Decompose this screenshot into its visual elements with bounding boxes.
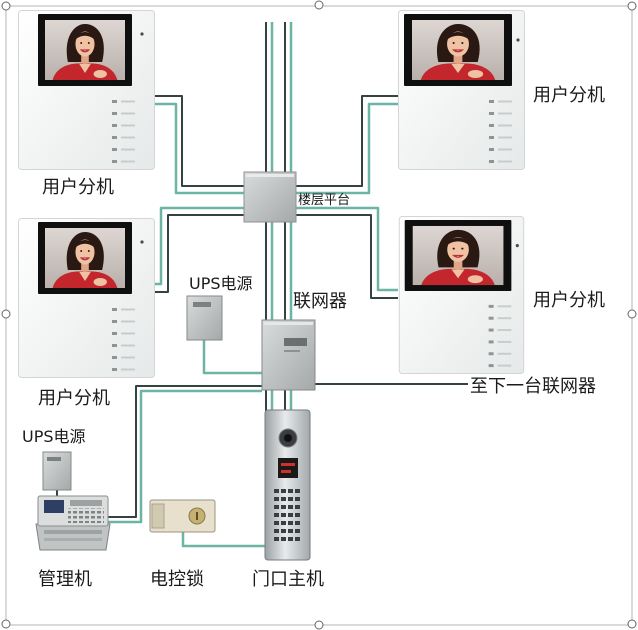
label-next-network-device: 至下一台联网器 bbox=[470, 376, 596, 397]
handle-top-right bbox=[627, 1, 637, 11]
indoor-unit-top-left bbox=[19, 11, 155, 170]
label-indoor-unit-top-left: 用户分机 bbox=[42, 177, 114, 198]
label-indoor-unit-top-right: 用户分机 bbox=[533, 85, 605, 106]
indoor-unit-middle-right bbox=[399, 216, 523, 373]
cable-middle-right-unit-teal bbox=[296, 206, 398, 292]
door-main-unit-panel bbox=[264, 409, 311, 561]
label-floor-platform: 楼层平台 bbox=[298, 193, 350, 208]
handle-bottom-middle bbox=[314, 620, 324, 630]
label-indoor-unit-middle-left: 用户分机 bbox=[38, 388, 110, 409]
handle-middle-right bbox=[627, 309, 637, 319]
network-device-box bbox=[261, 319, 316, 391]
indoor-unit-top-right bbox=[399, 11, 525, 170]
ups-power-box-upper bbox=[186, 295, 223, 341]
cable-network-to-management-teal bbox=[106, 389, 262, 524]
handle-bottom-right bbox=[627, 619, 637, 629]
management-keypad bbox=[68, 508, 104, 523]
cable-middle-left-unit-dark bbox=[155, 214, 244, 293]
cable-ups-to-network-device bbox=[202, 340, 262, 375]
cable-top-left-unit-dark bbox=[155, 95, 244, 187]
door-display bbox=[278, 458, 298, 478]
cable-middle-left-unit-teal bbox=[155, 206, 244, 286]
handle-middle-left bbox=[1, 309, 11, 319]
management-unit-device bbox=[35, 495, 111, 551]
electric-lock-device bbox=[149, 499, 216, 533]
indoor-unit-middle-left bbox=[19, 219, 155, 378]
cable-lock-to-door-unit bbox=[181, 532, 265, 548]
cable-top-left-unit-teal bbox=[155, 102, 244, 195]
handle-top-middle bbox=[314, 0, 324, 10]
label-indoor-unit-middle-right: 用户分机 bbox=[533, 290, 605, 311]
label-electric-lock: 电控锁 bbox=[150, 569, 204, 590]
ups-power-box-lower bbox=[42, 451, 72, 491]
handle-top-left bbox=[1, 1, 11, 11]
label-network-device: 联网器 bbox=[293, 291, 347, 312]
label-ups-power-lower: UPS电源 bbox=[22, 427, 86, 446]
handle-bottom-left bbox=[1, 619, 11, 629]
floor-platform-box bbox=[243, 171, 297, 223]
management-display bbox=[44, 500, 64, 513]
cable-top-right-unit-dark bbox=[296, 95, 398, 187]
cable-top-right-unit-teal bbox=[296, 102, 398, 195]
cable-middle-right-unit-dark bbox=[296, 214, 398, 299]
label-ups-power-upper: UPS电源 bbox=[189, 274, 253, 293]
door-keypad bbox=[274, 486, 302, 544]
label-door-main-unit: 门口主机 bbox=[252, 569, 324, 590]
label-management-unit: 管理机 bbox=[38, 569, 92, 590]
cable-network-to-management-dark bbox=[106, 385, 262, 518]
